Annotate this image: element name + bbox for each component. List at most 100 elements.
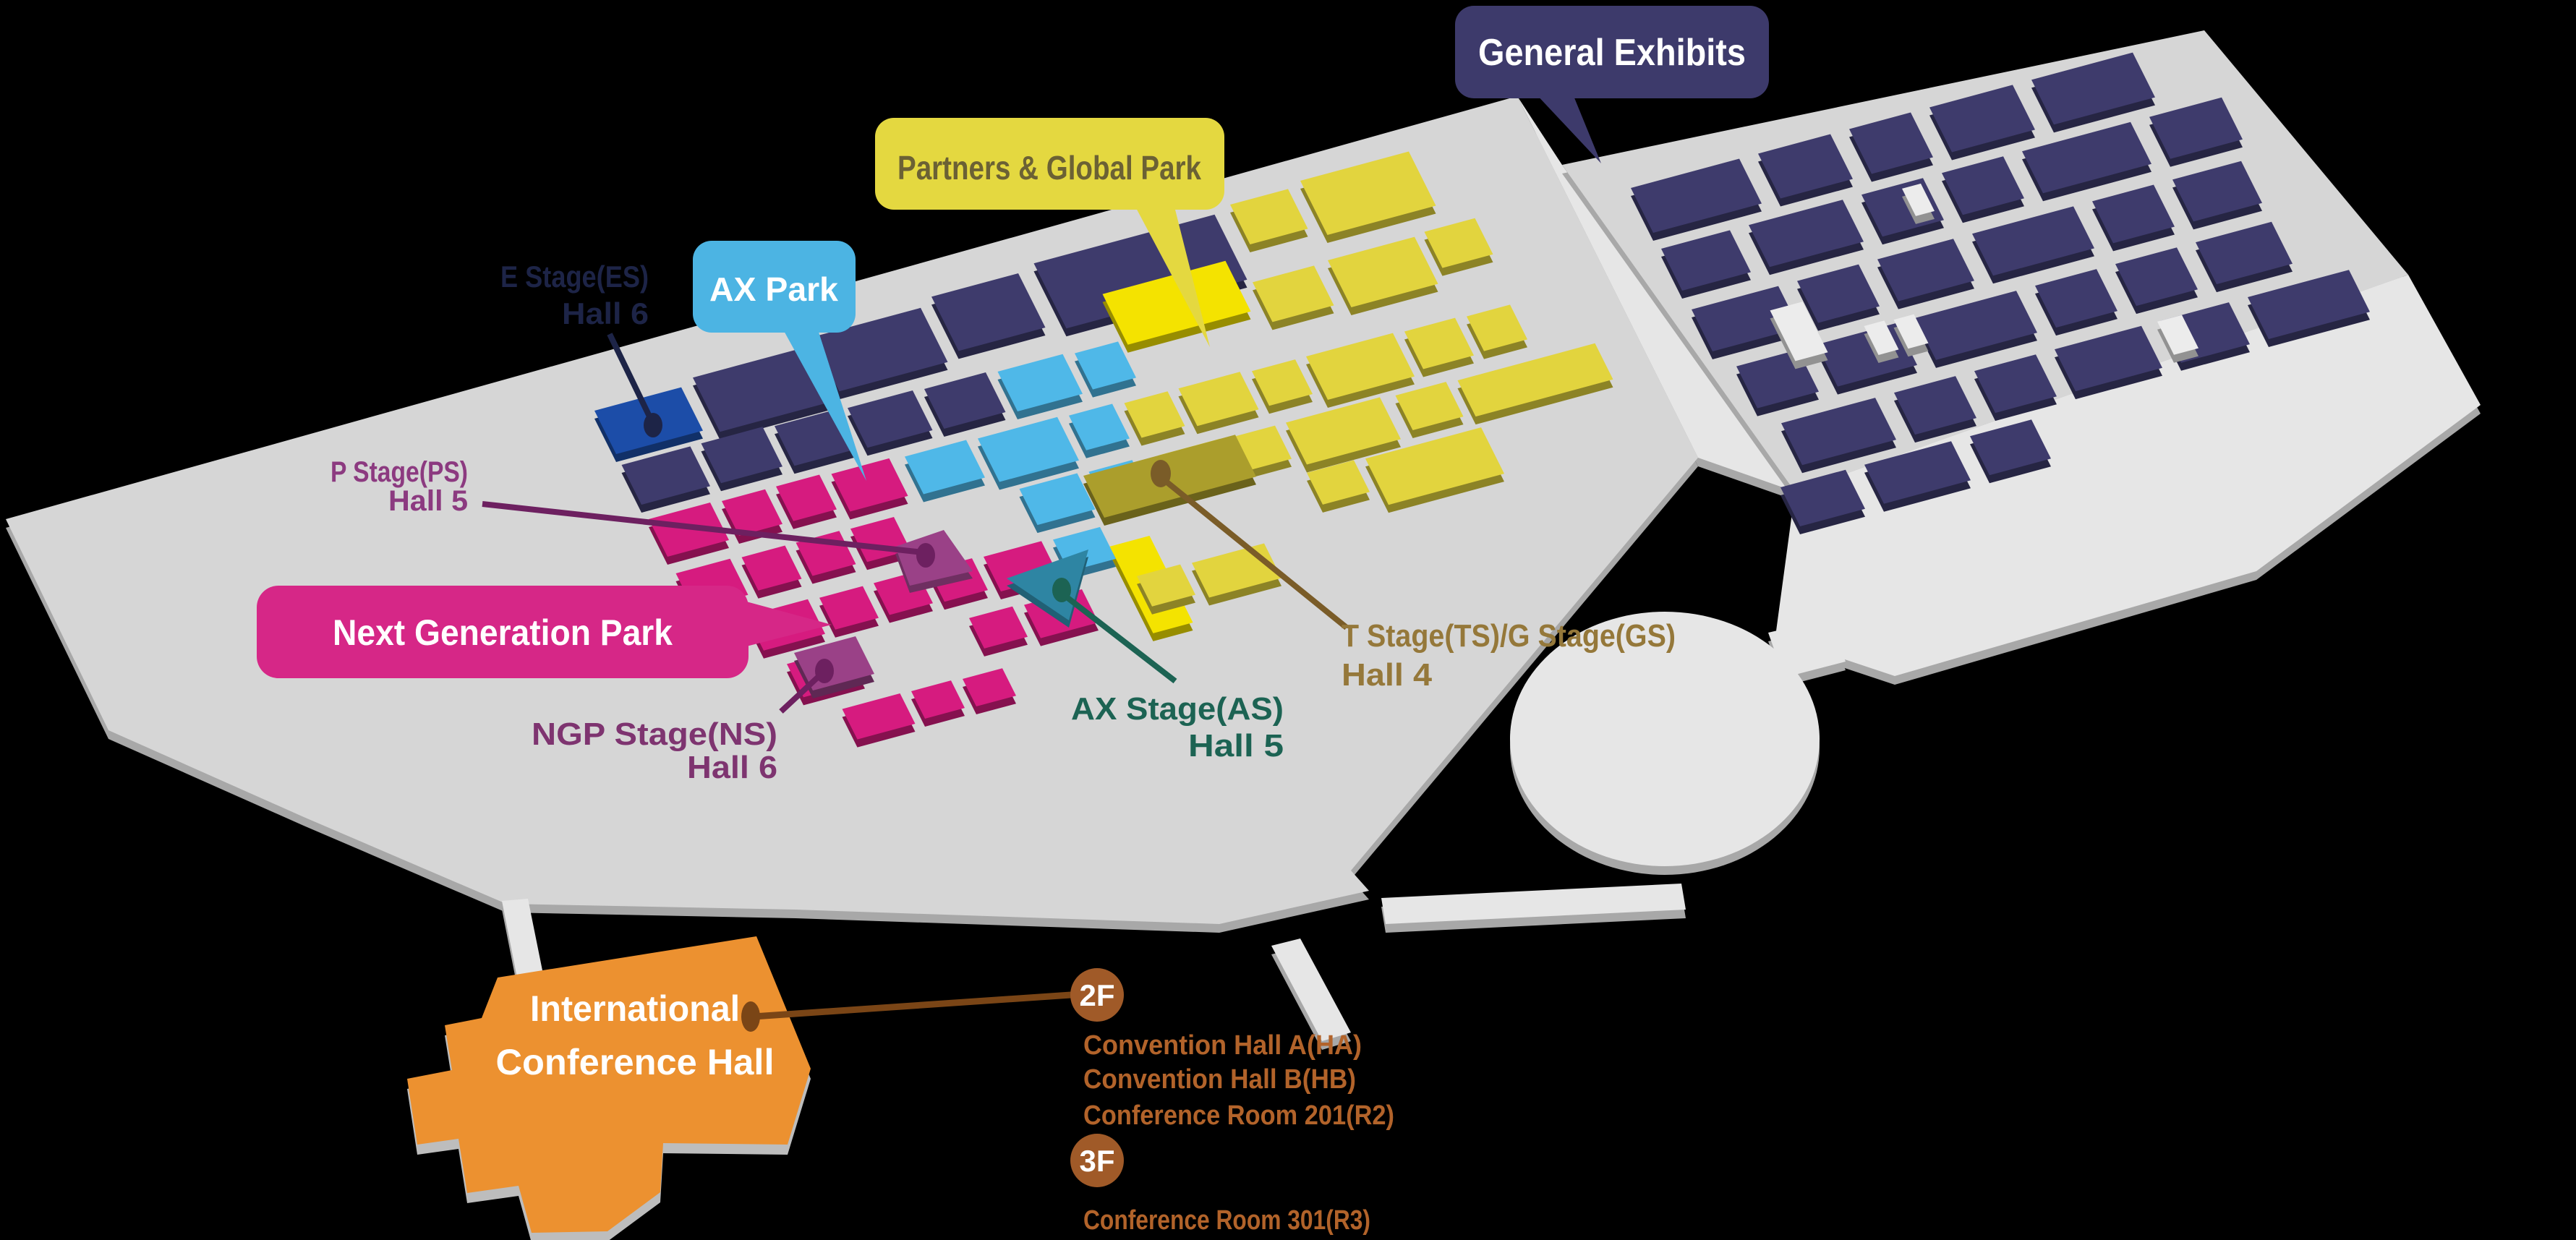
3f-room-1: Conference Room 301(R3) [1083,1205,1370,1236]
booth-misc [1902,183,1935,216]
2f-badge [1070,968,1124,1022]
booth-general [2035,269,2117,328]
booth-general [2031,52,2155,125]
ax-park-bubble: AX Park [693,241,866,481]
p-stage-leader-line [482,501,924,555]
booth-general [701,427,782,484]
booth-partners [1395,382,1464,430]
booth-ngp [741,545,802,591]
e-stage-name: E Stage(ES) [500,260,649,294]
p-stage-dot [916,543,935,568]
e-stage-dot [644,413,662,437]
booth-partners [1307,460,1370,505]
ax-stage-label: AX Stage(AS) Hall 5 [1071,691,1284,764]
ax-stage-name: AX Stage(AS) [1071,691,1284,727]
booth-general [2055,325,2162,392]
partners-global-park-label: Partners & Global Park [897,149,1201,187]
booth-general [2149,97,2243,159]
conference-hall-name-line2: Conference Hall [496,1042,775,1082]
booth-partners [1328,236,1438,307]
booth-partners [1230,189,1308,244]
booth-general [1915,291,2037,360]
conference-hall-name-line1: International [530,988,740,1029]
booth-general [2022,121,2151,194]
general-exhibits-bubble-box [1455,6,1769,98]
partners-bubble-tail [1135,207,1210,347]
booth-general [1758,134,1853,199]
tg-stage-name: T Stage(TS)/G Stage(GS) [1342,618,1676,654]
tg-stage-leader-line [1162,477,1349,630]
booth-general [693,348,829,432]
booth-general [1749,200,1864,268]
p-stage-label: P Stage(PS) Hall 5 [330,456,468,517]
booth-general [1864,441,1971,504]
next-generation-park-label: Next Generation Park [333,612,673,653]
ngp-stage-leader-line [779,670,825,714]
booth-general [2196,221,2293,285]
booth-ax-park [1019,473,1096,526]
round-hall [1510,612,1820,866]
booth-misc [1864,320,1899,355]
2f-room-3: Conference Room 201(R2) [1083,1100,1394,1131]
booth-ax-park [1069,403,1130,450]
booth-partners [1424,218,1493,268]
ngp-bubble-tail [746,602,832,646]
ax-park-label: AX Park [709,270,838,308]
booth-partners [1124,391,1185,438]
booth-general [1849,112,1933,174]
ax-stage-hall: Hall 5 [1188,728,1284,764]
booth-general [1781,398,1896,466]
tg-stage-label: T Stage(TS)/G Stage(GS) Hall 4 [1342,618,1676,693]
booth-ax-park [997,354,1083,411]
walkway-south-1 [1381,884,1686,924]
ngp-stage-label: NGP Stage(NS) Hall 6 [532,717,777,785]
general-exhibits-label: General Exhibits [1478,32,1746,74]
booth-ax-stage [1007,550,1088,620]
booth-general [931,273,1046,351]
booth-general [1661,230,1751,291]
tg-stage-dot [1151,460,1171,487]
booth-ngp [819,586,879,630]
booth-ngp [776,474,837,521]
ngp-stage-dot [815,659,834,683]
booth-partners [1457,343,1613,417]
e-stage-label: E Stage(ES) Hall 6 [500,260,649,330]
booth-partners [1404,317,1474,369]
next-generation-park-bubble: Next Generation Park [257,586,832,678]
booth-general [848,390,933,448]
booth-general [2172,161,2262,222]
booth-general [1942,156,2024,215]
booth-partners [1286,397,1401,465]
booth-misc [1770,302,1828,362]
booth-ngp [831,458,908,512]
ax-park-bubble-box [693,241,856,333]
2f-badge-label: 2F [1079,978,1114,1012]
booth-misc [2157,315,2198,355]
partners-bubble-box [875,118,1224,210]
booth-partners-bright [1102,260,1251,345]
booth-ngp [649,503,729,557]
booth-ngp [911,680,965,719]
booth-general [2092,184,2175,244]
booth-ax-park [905,440,985,495]
booth-general [1033,214,1248,329]
booth-general [924,372,1006,429]
ax-park-bubble-tail [783,330,866,481]
booth-general [1797,264,1880,323]
booth-misc [1893,314,1929,349]
walkway-south-2 [1271,938,1351,1041]
p-stage-name: P Stage(PS) [330,456,468,488]
booth-general [1970,419,2051,476]
walkway-to-conference-hall [502,899,544,981]
booth-general [1974,354,2057,414]
ngp-bubble-box [257,586,749,678]
booth-partners [1252,359,1313,406]
booth-partners [1365,427,1504,505]
ax-stage-leader-line [1061,591,1177,684]
booth-ngp [842,693,916,740]
floor-apron-southeast [1775,275,2481,676]
p-stage-hall: Hall 5 [388,485,468,517]
2f-room-1: Convention Hall A(HA) [1083,1030,1362,1061]
booth-general [1877,239,1974,302]
booth-ax-park [1075,341,1136,390]
